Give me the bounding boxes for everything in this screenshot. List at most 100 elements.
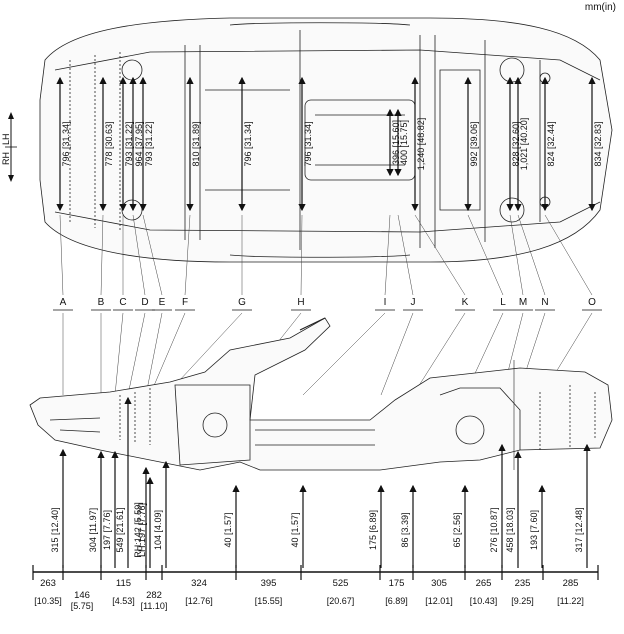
length-dim-in: [11.22]	[557, 596, 584, 606]
height-dim-label: 40 [1.57]	[223, 512, 233, 547]
point-label-c: C	[119, 297, 126, 308]
height-dim-label: 175 [6.89]	[368, 510, 378, 550]
height-dim-label: LH:197 [7.76]	[137, 503, 147, 557]
height-dim-label: 104 [4.09]	[153, 510, 163, 550]
point-label-b: B	[98, 297, 105, 308]
point-label-g: G	[238, 297, 246, 308]
length-dim-mm: 235	[515, 578, 531, 589]
width-dim-label: 810 [31.89]	[191, 121, 201, 166]
length-dim-in: [10.35]	[34, 596, 62, 606]
length-dim-in: [12.76]	[185, 596, 213, 606]
projection-line	[517, 214, 546, 296]
length-dim-in: [9.25]	[511, 596, 534, 606]
height-dim-label: 197 [7.76]	[102, 510, 112, 550]
projection-line	[384, 214, 391, 296]
projection-line	[114, 312, 124, 396]
width-dim-label: 796 [31.34]	[243, 121, 253, 166]
projection-line	[467, 214, 504, 296]
unit-label: mm(in)	[584, 2, 616, 13]
height-dim-label: 86 [3.39]	[400, 512, 410, 547]
length-dim-mm: 285	[563, 578, 579, 589]
projection-line	[184, 214, 191, 296]
projection-line	[145, 312, 163, 396]
projection-line	[544, 214, 593, 296]
length-dim-in: [5.75]	[71, 601, 94, 611]
height-dim-label: 304 [11.97]	[88, 508, 98, 552]
point-label-k: K	[462, 297, 469, 308]
width-dim-label: 778 [30.63]	[104, 121, 114, 166]
width-dim-label: 1,021 [40.20]	[519, 118, 529, 171]
rh-label: RH	[1, 152, 11, 165]
point-label-e: E	[159, 297, 166, 308]
width-dimension-layer: 796 [31.34] 778 [30.63] 793 [31.22]964 [37…	[56, 76, 603, 212]
length-dim-in: [10.43]	[470, 596, 498, 606]
width-dim-label: 824 [32.44]	[546, 121, 556, 166]
orientation-indicator	[5, 112, 17, 182]
point-label-f: F	[182, 297, 188, 308]
projection-line	[397, 214, 414, 296]
height-dim-label: 315 [12.40]	[50, 507, 60, 552]
height-dim-label: 458 [18.03]	[505, 507, 515, 552]
length-dim-mm: 324	[191, 578, 207, 589]
projection-line	[59, 214, 64, 296]
length-dim-mm: 282	[146, 590, 162, 601]
height-dim-label: 276 [10.87]	[489, 507, 499, 552]
point-label-l: L	[500, 297, 506, 308]
point-label-h: H	[297, 297, 304, 308]
height-dimension-layer: 315 [12.40] 304 [11.97] 197 [7.76]549 [21.…	[50, 396, 591, 568]
point-label-m: M	[519, 297, 527, 308]
width-dim-label: 793 [31.22]	[124, 121, 134, 166]
projection-line	[414, 214, 466, 296]
point-label-j: J	[411, 297, 416, 308]
point-label-a: A	[60, 297, 67, 308]
point-label-o: O	[588, 297, 596, 308]
width-dim-label: 796 [31.34]	[61, 121, 71, 166]
projection-line	[300, 214, 303, 296]
projection-line	[380, 312, 414, 396]
length-dim-in: [6.89]	[385, 596, 408, 606]
projection-line	[142, 214, 163, 296]
width-dim-label: 796 [31.34]	[303, 121, 313, 166]
length-dim-mm: 305	[431, 578, 447, 589]
width-dim-label: 1,240 [48.82]	[416, 118, 426, 171]
length-dim-mm: 395	[261, 578, 277, 589]
width-dim-label: 834 [32.83]	[593, 121, 603, 166]
height-dim-label: 65 [2.56]	[452, 512, 462, 547]
point-label-i: I	[384, 297, 387, 308]
length-dim-in: [12.01]	[425, 596, 453, 606]
length-dim-mm: 263	[40, 578, 56, 589]
length-dim-mm: 525	[333, 578, 349, 589]
width-dim-label: 992 [39.06]	[469, 121, 479, 166]
projection-line	[509, 214, 524, 296]
projection-line	[100, 214, 104, 296]
side-view-body	[29, 317, 613, 471]
height-dim-label: 549 [21.61]	[115, 507, 125, 552]
length-dim-in: [20.67]	[327, 596, 355, 606]
length-dim-in: [11.10]	[141, 601, 168, 611]
point-label-d: D	[141, 297, 148, 308]
length-dim-mm: 175	[389, 578, 405, 589]
length-dim-mm: 265	[476, 578, 492, 589]
height-dim-label: 193 [7.60]	[529, 510, 539, 550]
height-dim-label: RH:142 [5.59]	[133, 502, 143, 558]
height-dim-label: 40 [1.57]	[290, 512, 300, 547]
projection-line	[132, 214, 146, 296]
width-dim-label: 400 [15.75]	[399, 120, 409, 165]
length-dim-in: [4.53]	[112, 596, 135, 606]
projection-line	[149, 312, 186, 396]
length-dim-in: [15.55]	[255, 596, 283, 606]
point-label-n: N	[541, 297, 548, 308]
projection-line	[302, 312, 386, 396]
projection-line	[412, 312, 466, 396]
projection-line	[127, 312, 146, 396]
width-dim-label: 964 [37.95]	[134, 121, 144, 166]
lh-label: LH	[1, 133, 11, 145]
height-dim-label: 317 [12.48]	[574, 507, 584, 552]
length-dim-mm: 146	[74, 590, 90, 601]
length-dimension-chain: 263 [10.35] 146[5.75] 115 [4.53] 282[11.10] 32…	[32, 565, 599, 611]
width-dim-label: 793 [31.22]	[144, 121, 154, 166]
length-dim-mm: 115	[116, 578, 131, 589]
